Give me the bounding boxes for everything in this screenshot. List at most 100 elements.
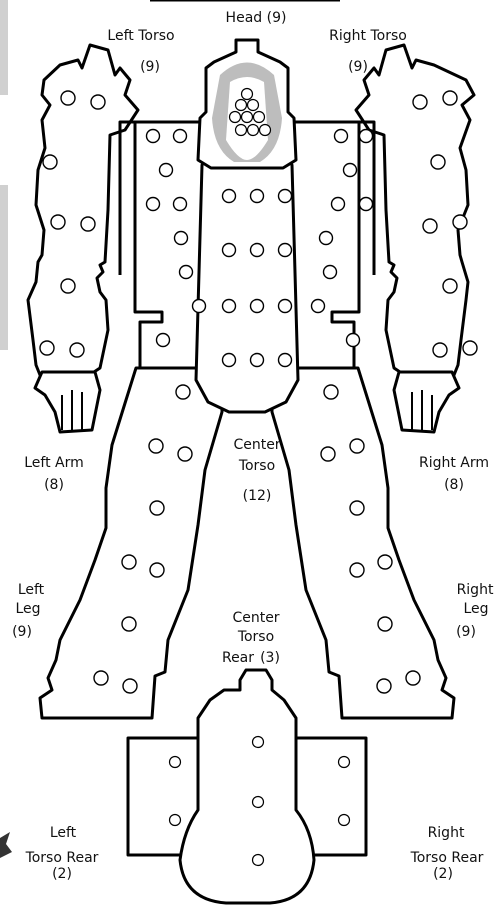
armor-pip[interactable] bbox=[175, 232, 188, 245]
armor-pip[interactable] bbox=[350, 439, 364, 453]
armor-pip[interactable] bbox=[178, 447, 192, 461]
armor-pip[interactable] bbox=[91, 95, 105, 109]
armor-pip[interactable] bbox=[350, 501, 364, 515]
armor-pip[interactable] bbox=[312, 300, 325, 313]
armor-pip[interactable] bbox=[150, 563, 164, 577]
armor-pip[interactable] bbox=[347, 334, 360, 347]
armor-pip[interactable] bbox=[193, 300, 206, 313]
armor-pip[interactable] bbox=[230, 112, 241, 123]
head-label: Head (9) bbox=[226, 10, 287, 26]
armor-pip[interactable] bbox=[431, 155, 445, 169]
armor-pip[interactable] bbox=[251, 244, 264, 257]
armor-pip[interactable] bbox=[251, 190, 264, 203]
armor-pip[interactable] bbox=[147, 198, 160, 211]
armor-pip[interactable] bbox=[81, 217, 95, 231]
armor-pip[interactable] bbox=[320, 232, 333, 245]
armor-pip[interactable] bbox=[70, 343, 84, 357]
armor-pip[interactable] bbox=[378, 617, 392, 631]
armor-pip[interactable] bbox=[335, 130, 348, 143]
right-fist-shape bbox=[394, 372, 459, 432]
left-leg-armor: (9) bbox=[12, 624, 32, 640]
armor-pip[interactable] bbox=[223, 300, 236, 313]
armor-pip[interactable] bbox=[223, 244, 236, 257]
right-leg-label-2: Leg bbox=[463, 601, 488, 617]
left-torso-rear-armor: (2) bbox=[52, 866, 72, 882]
armor-pip[interactable] bbox=[160, 164, 173, 177]
armor-pip[interactable] bbox=[157, 334, 170, 347]
armor-pip[interactable] bbox=[339, 815, 350, 826]
armor-pip[interactable] bbox=[174, 130, 187, 143]
armor-pip[interactable] bbox=[43, 155, 57, 169]
armor-pip[interactable] bbox=[94, 671, 108, 685]
armor-pip[interactable] bbox=[413, 95, 427, 109]
armor-pip[interactable] bbox=[251, 354, 264, 367]
right-leg-label-1: Right bbox=[457, 582, 494, 598]
right-arm-armor: (8) bbox=[444, 477, 464, 493]
armor-pip[interactable] bbox=[360, 130, 373, 143]
armor-pip[interactable] bbox=[236, 125, 247, 136]
armor-pip[interactable] bbox=[423, 219, 437, 233]
right-arm-label: Right Arm bbox=[419, 455, 489, 471]
armor-pip[interactable] bbox=[180, 266, 193, 279]
armor-pip[interactable] bbox=[433, 343, 447, 357]
armor-pip[interactable] bbox=[324, 266, 337, 279]
left-torso-rear-label-2: Torso Rear bbox=[25, 850, 99, 866]
armor-pip[interactable] bbox=[242, 112, 253, 123]
armor-pip[interactable] bbox=[170, 757, 181, 768]
armor-pip[interactable] bbox=[122, 617, 136, 631]
armor-pip[interactable] bbox=[147, 130, 160, 143]
armor-pip[interactable] bbox=[174, 198, 187, 211]
edge-emblem-icon bbox=[0, 832, 12, 858]
armor-pip[interactable] bbox=[453, 215, 467, 229]
armor-pip[interactable] bbox=[260, 125, 271, 136]
armor-pip[interactable] bbox=[279, 354, 292, 367]
armor-pip[interactable] bbox=[253, 737, 264, 748]
armor-pip[interactable] bbox=[279, 244, 292, 257]
armor-pip[interactable] bbox=[248, 100, 259, 111]
armor-pip[interactable] bbox=[223, 190, 236, 203]
center-torso-rear-label-3: Rear bbox=[222, 650, 254, 666]
armor-pip[interactable] bbox=[339, 757, 350, 768]
armor-pip[interactable] bbox=[61, 279, 75, 293]
center-torso-rear-label-2: Torso bbox=[237, 629, 274, 645]
armor-pip[interactable] bbox=[242, 89, 253, 100]
armor-pip[interactable] bbox=[321, 447, 335, 461]
armor-pip[interactable] bbox=[149, 439, 163, 453]
armor-pip[interactable] bbox=[443, 279, 457, 293]
armor-pip[interactable] bbox=[324, 385, 338, 399]
armor-pip[interactable] bbox=[350, 563, 364, 577]
armor-pip[interactable] bbox=[251, 300, 264, 313]
armor-pip[interactable] bbox=[279, 190, 292, 203]
armor-pip[interactable] bbox=[253, 855, 264, 866]
armor-pip[interactable] bbox=[223, 354, 236, 367]
armor-pip[interactable] bbox=[236, 100, 247, 111]
left-fist-shape bbox=[35, 372, 100, 432]
armor-pip[interactable] bbox=[176, 385, 190, 399]
armor-pip[interactable] bbox=[463, 341, 477, 355]
armor-pip[interactable] bbox=[40, 341, 54, 355]
armor-pip[interactable] bbox=[279, 300, 292, 313]
armor-pip[interactable] bbox=[344, 164, 357, 177]
right-torso-label: Right Torso bbox=[329, 28, 407, 44]
armor-pip[interactable] bbox=[377, 679, 391, 693]
left-arm-armor: (8) bbox=[44, 477, 64, 493]
left-edge-panel-top bbox=[0, 0, 8, 95]
armor-pip[interactable] bbox=[360, 198, 373, 211]
armor-pip[interactable] bbox=[248, 125, 259, 136]
armor-pip[interactable] bbox=[443, 91, 457, 105]
armor-pip[interactable] bbox=[378, 555, 392, 569]
armor-pip[interactable] bbox=[122, 555, 136, 569]
armor-pip[interactable] bbox=[51, 215, 65, 229]
armor-pip[interactable] bbox=[150, 501, 164, 515]
armor-pip[interactable] bbox=[406, 671, 420, 685]
center-torso-label-2: Torso bbox=[238, 458, 275, 474]
armor-pip[interactable] bbox=[332, 198, 345, 211]
armor-pip[interactable] bbox=[253, 797, 264, 808]
armor-pip[interactable] bbox=[170, 815, 181, 826]
armor-pip[interactable] bbox=[254, 112, 265, 123]
armor-pip[interactable] bbox=[61, 91, 75, 105]
armor-pip[interactable] bbox=[123, 679, 137, 693]
center-torso-rear-label-1: Center bbox=[232, 610, 279, 626]
center-torso-label-1: Center bbox=[233, 437, 280, 453]
